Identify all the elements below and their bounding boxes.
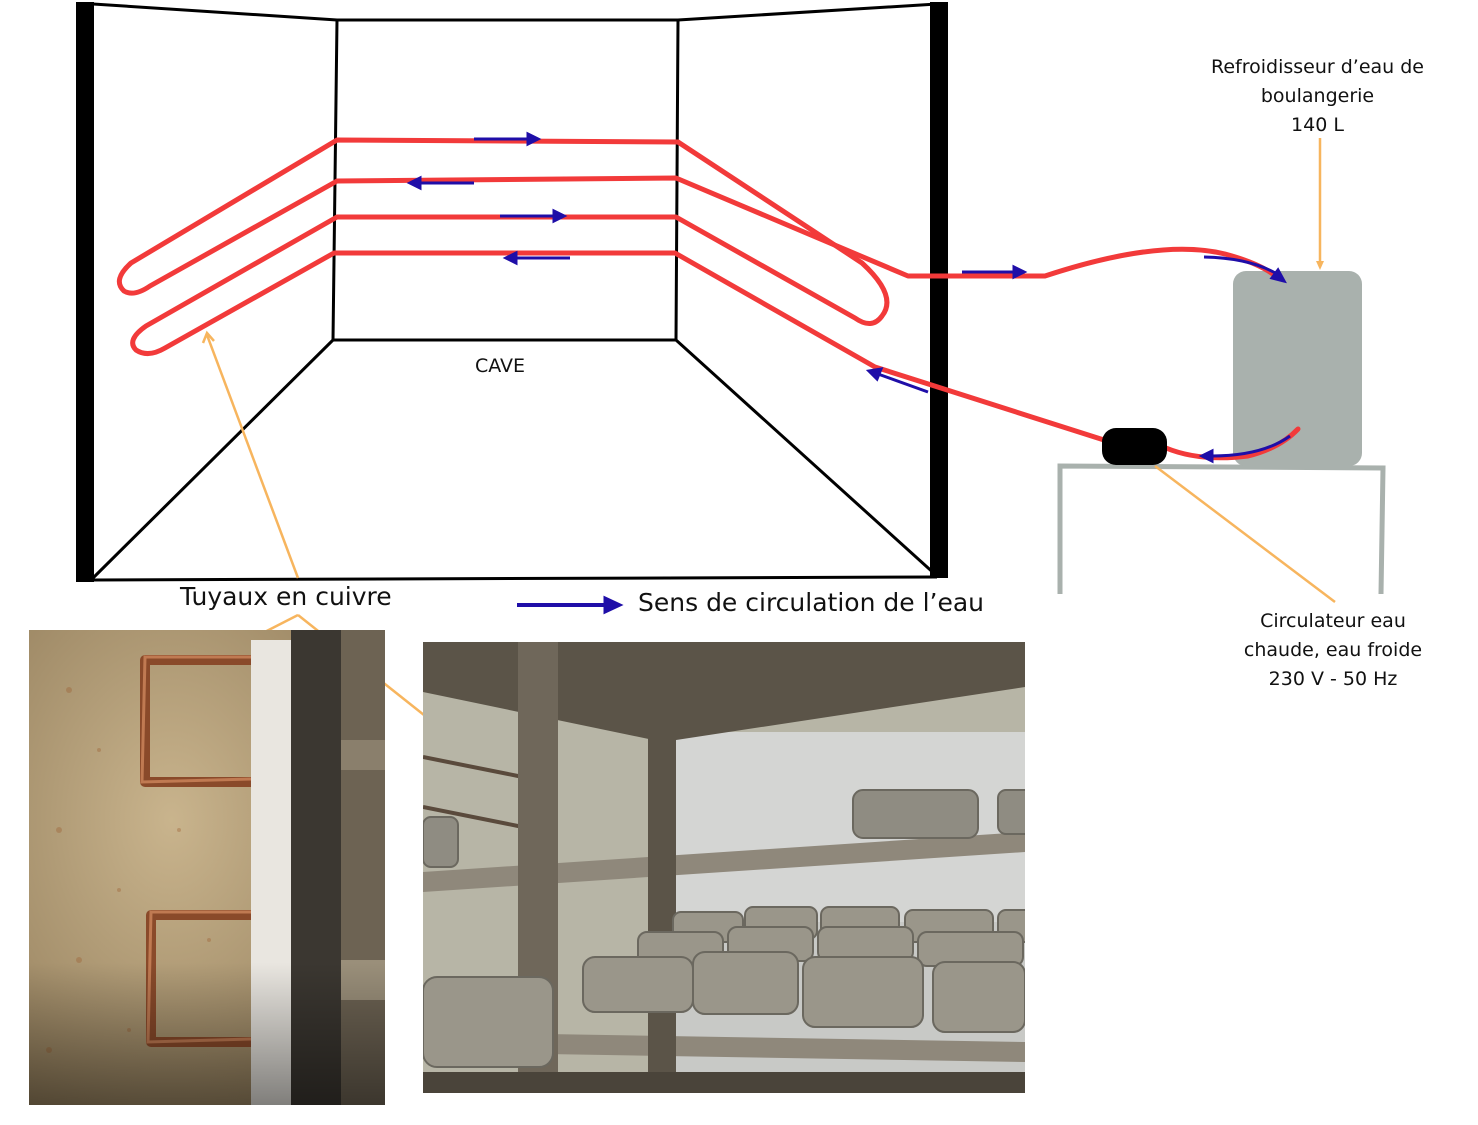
ceiling-left-edge — [92, 2, 338, 22]
flow-arrow-7 — [1203, 255, 1287, 284]
floor-left-edge — [91, 338, 335, 580]
cave-label: CAVE — [474, 355, 526, 377]
circulator-label-line-1: Circulateur eau — [1260, 610, 1406, 632]
flow-arrows — [406, 131, 1291, 615]
chiller-label-line-1: Refroidisseur d’eau de — [1210, 56, 1424, 78]
ceiling-right-edge — [677, 2, 938, 22]
chiller-stand — [1057, 463, 1386, 595]
flow-arrow-8 — [1198, 434, 1291, 464]
floor-front-edge — [92, 575, 938, 582]
flow-direction-legend-label: Sens de circulation de l’eau — [638, 588, 985, 617]
circulator-label-line-3: 230 V - 50 Hz — [1268, 668, 1398, 690]
flow-arrow-3 — [500, 208, 568, 224]
chiller-label: Refroidisseur d’eau de boulangerie 140 L — [1195, 53, 1440, 140]
flow-arrow-5 — [962, 264, 1028, 280]
leader-chiller-head — [1316, 261, 1324, 270]
chiller-label-line-2: boulangerie — [1260, 85, 1375, 107]
right-wall-edge — [930, 2, 948, 578]
circulator-pump — [1102, 428, 1167, 465]
chiller-tank — [1233, 271, 1362, 466]
leader-pipes-coil — [205, 334, 300, 579]
flow-arrow-1 — [474, 131, 542, 147]
left-wall-edge — [76, 2, 94, 582]
floor-right-edge — [674, 338, 939, 578]
leader-pipes-coil-head — [201, 330, 215, 344]
cave-room — [91, 2, 939, 582]
leader-circulator — [1154, 465, 1336, 603]
circulator-label: Circulateur eau chaude, eau froide 230 V… — [1222, 607, 1444, 694]
copper-pipes-photo — [29, 630, 385, 1105]
cheese-shelves-photo — [423, 642, 1025, 1093]
legend-arrow — [517, 595, 624, 615]
chiller-label-line-3: 140 L — [1291, 114, 1344, 136]
flow-arrow-6 — [865, 367, 929, 394]
copper-pipes-label: Tuyaux en cuivre — [180, 582, 392, 611]
flow-arrow-2 — [406, 175, 474, 191]
circulator-label-line-2: chaude, eau froide — [1243, 639, 1423, 661]
flow-arrow-4 — [502, 250, 570, 266]
copper-pipe-coil — [116, 137, 1301, 461]
